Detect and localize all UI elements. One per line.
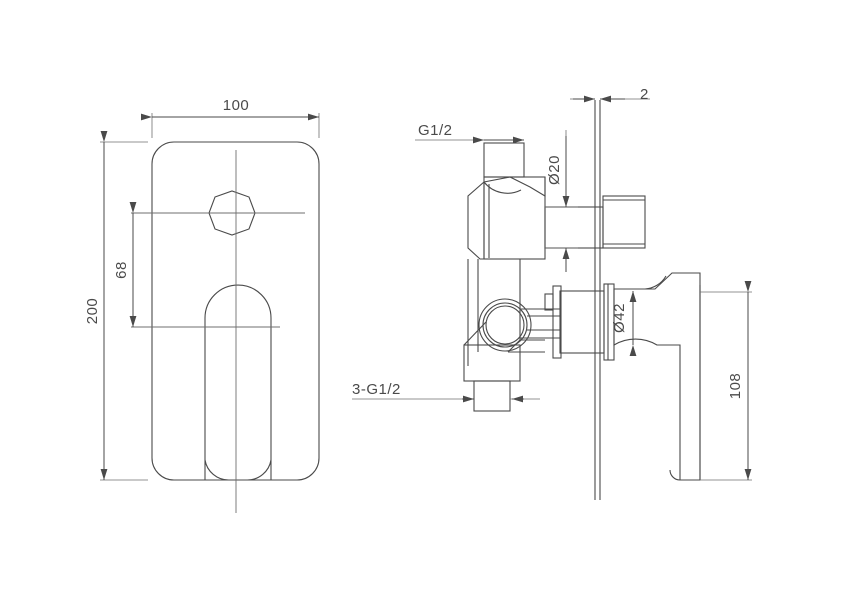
handle-top-bevel: [614, 275, 667, 290]
dimension-outlet-d20: Ø20: [546, 136, 570, 272]
dimension-spindle-d42: Ø42: [611, 291, 637, 356]
side-section-view: [463, 142, 701, 481]
handle-bottom-radius: [669, 469, 681, 481]
body-upper-left-chamfer: [467, 214, 484, 260]
port-inner-circle: [485, 305, 525, 345]
lever-slot-bottom-radius: [204, 459, 272, 481]
dimension-inlet-g12: G1/2: [418, 122, 524, 144]
spindle-collar: [552, 285, 562, 359]
dimension-inlets-3g12: 3-G1/2: [352, 381, 524, 403]
dimension-width-100: 100: [141, 97, 319, 121]
dim-label-200: 200: [84, 298, 101, 325]
front-view-centrelines: [131, 150, 305, 513]
bottom-inlet-boss: [473, 380, 511, 412]
dim-label-108: 108: [727, 373, 744, 400]
lower-body-chamfer: [463, 321, 487, 346]
dim-label-100: 100: [223, 97, 250, 114]
dim-label-g12: G1/2: [418, 122, 453, 139]
dimension-offset-68: 68: [113, 202, 137, 327]
port-outer-circle: [478, 298, 532, 352]
spindle-key: [544, 293, 554, 311]
dimension-height-200: 200: [84, 131, 108, 480]
dim-label-d42: Ø42: [611, 303, 628, 333]
dimension-wall-2: 2: [573, 86, 649, 103]
front-elevation-view: [151, 141, 320, 481]
dim-label-3g12: 3-G1/2: [352, 381, 401, 398]
body-saddle-arc: [483, 181, 522, 194]
dim-label-d20: Ø20: [546, 155, 563, 185]
lever-slot-outline: [204, 284, 272, 481]
outlet-flange-block: [602, 195, 646, 249]
wall-line: [594, 100, 601, 500]
dim-label-68: 68: [113, 261, 130, 279]
diverter-knob-outline: [208, 190, 256, 236]
dimension-handle-108: 108: [727, 281, 752, 480]
dim-label-2: 2: [640, 86, 649, 103]
